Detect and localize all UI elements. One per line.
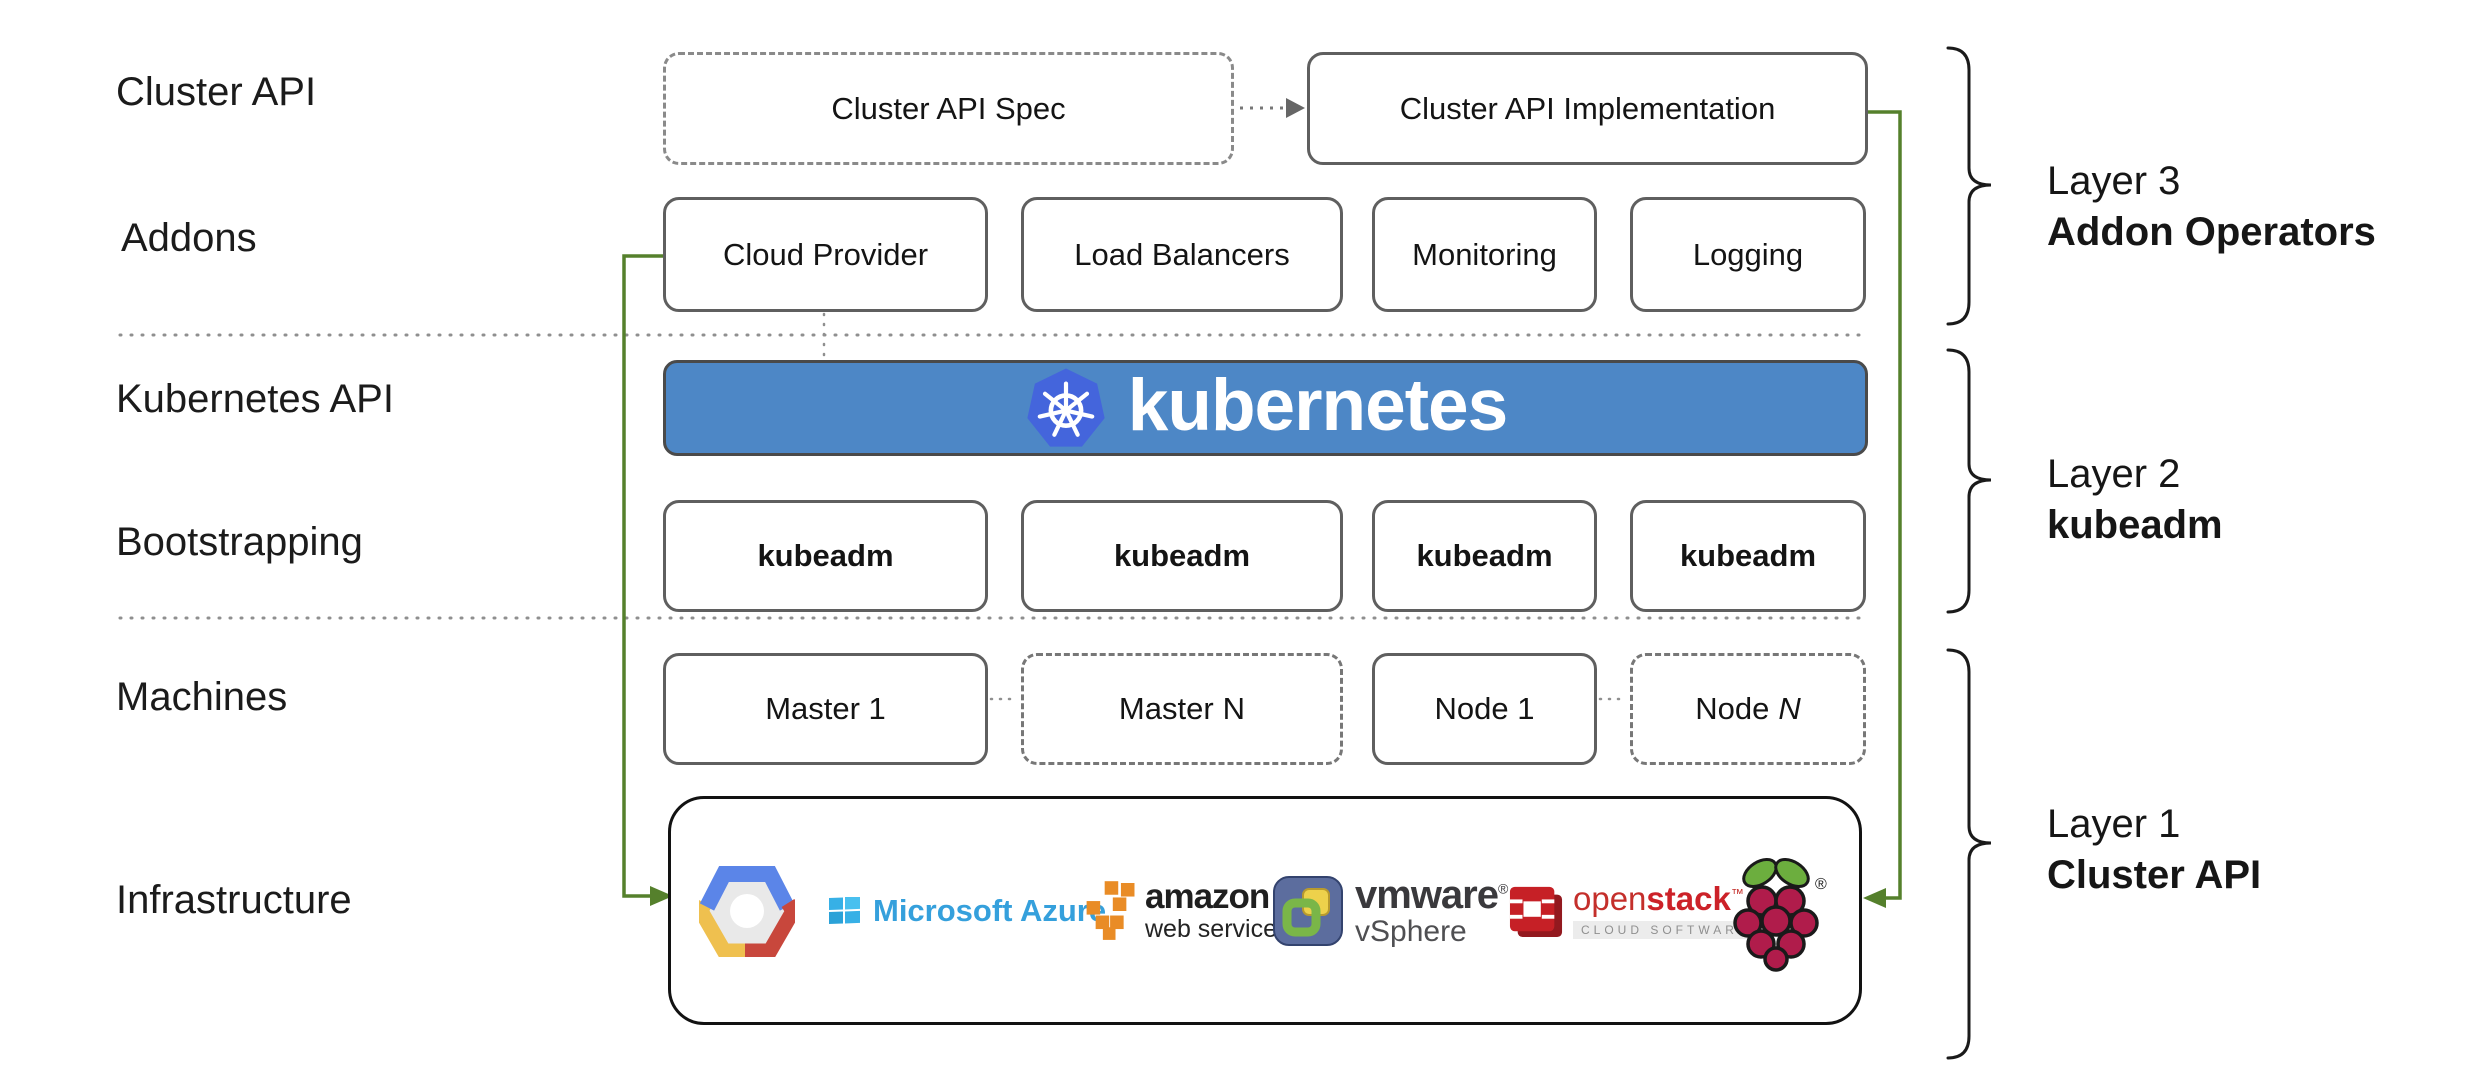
- row-label-cluster-api: Cluster API: [116, 70, 317, 114]
- row-label-infrastructure: Infrastructure: [116, 878, 352, 922]
- layer-3-title: Addon Operators: [2047, 210, 2376, 254]
- kubeadm-label: kubeadm: [757, 538, 894, 573]
- azure-logo: Microsoft Azure: [829, 799, 1106, 1022]
- layer-2-title: kubeadm: [2047, 503, 2223, 547]
- raspberry-pi-logo: ®: [1727, 799, 1827, 1022]
- cluster-api-implementation-box: Cluster API Implementation: [1307, 52, 1868, 165]
- aws-sublabel: web services: [1145, 914, 1290, 943]
- kubeadm-box-4: kubeadm: [1630, 500, 1866, 612]
- raspberry-pi-icon: ®: [1733, 857, 1827, 972]
- aws-cubes-icon: [1086, 880, 1135, 940]
- kubernetes-logo-icon: [1027, 368, 1105, 447]
- vmware-vsphere-icon: [1273, 875, 1343, 946]
- layer-3-label-block: Layer 3 Addon Operators: [2047, 156, 2376, 258]
- vmware-registered-mark: ®: [1497, 880, 1508, 897]
- kubeadm-box-3: kubeadm: [1372, 500, 1597, 612]
- openstack-sublabel: CLOUD SOFTWARE: [1573, 920, 1758, 940]
- aws-label: amazon: [1145, 877, 1270, 916]
- layer-1-label-block: Layer 1 Cluster API: [2047, 799, 2261, 901]
- cluster-api-spec-box: Cluster API Spec: [663, 52, 1234, 165]
- machine-n: N: [1778, 691, 1801, 726]
- kubeadm-label: kubeadm: [1679, 538, 1817, 573]
- machine-label: Node 1: [1434, 691, 1535, 726]
- layer-2-name: Layer 2: [2047, 452, 2181, 496]
- machine-box-node-1: Node 1: [1372, 653, 1597, 765]
- google-cloud-icon: [699, 865, 795, 957]
- machine-label: Master: [1118, 691, 1214, 726]
- aws-logo: amazon web services: [1083, 799, 1290, 1022]
- google-cloud-logo: [699, 799, 795, 1022]
- addon-box-load-balancers: Load Balancers: [1021, 197, 1343, 312]
- kubernetes-banner: kubernetes: [663, 360, 1868, 456]
- addon-label: Load Balancers: [1074, 236, 1290, 272]
- layer2-brace-icon: [1946, 348, 1992, 614]
- vmware-label: vmware®: [1355, 872, 1508, 917]
- layer-2-label-block: Layer 2 kubeadm: [2047, 449, 2223, 551]
- machine-n: N: [1222, 691, 1246, 726]
- machine-box-master-1: Master 1: [663, 653, 988, 765]
- green-arrowhead-right-icon: [1863, 888, 1886, 908]
- layer-1-name: Layer 1: [2047, 802, 2181, 846]
- openstack-logo: openstack™ CLOUD SOFTWARE: [1509, 799, 1758, 1022]
- infrastructure-box: Microsoft Azure amazon web services: [668, 796, 1862, 1025]
- addon-box-logging: Logging: [1630, 197, 1866, 312]
- row-label-machines: Machines: [116, 675, 288, 719]
- kubeadm-label: kubeadm: [1113, 538, 1251, 573]
- row-label-bootstrapping: Bootstrapping: [116, 520, 363, 564]
- machine-label: Node: [1695, 691, 1770, 726]
- azure-window-icon: [829, 896, 860, 924]
- addon-box-cloud-provider: Cloud Provider: [663, 197, 988, 312]
- openstack-icon: [1509, 886, 1563, 937]
- cluster-api-implementation-label: Cluster API Implementation: [1399, 90, 1776, 126]
- row-label-kubernetes-api: Kubernetes API: [116, 377, 394, 421]
- vmware-sublabel: vSphere: [1355, 914, 1467, 948]
- row-label-addons: Addons: [121, 216, 257, 260]
- addon-label: Logging: [1692, 236, 1804, 272]
- raspberry-registered-mark: ®: [1815, 876, 1827, 893]
- layer-1-title: Cluster API: [2047, 853, 2262, 897]
- green-connector-right: [1868, 110, 1902, 900]
- kubeadm-box-1: kubeadm: [663, 500, 988, 612]
- kubernetes-banner-label: kubernetes: [1127, 364, 1508, 446]
- azure-label: Microsoft Azure: [873, 892, 1107, 928]
- machine-label: Master 1: [765, 691, 886, 726]
- openstack-tm-mark: ™: [1730, 885, 1744, 901]
- layer-3-name: Layer 3: [2047, 159, 2181, 203]
- layer1-brace-icon: [1946, 648, 1992, 1060]
- addon-label: Cloud Provider: [722, 236, 929, 272]
- kubeadm-label: kubeadm: [1416, 538, 1553, 573]
- layer3-brace-icon: [1946, 46, 1992, 326]
- cluster-api-spec-label: Cluster API Spec: [831, 90, 1066, 126]
- kubeadm-box-2: kubeadm: [1021, 500, 1343, 612]
- green-connector-left: [622, 254, 663, 898]
- addon-label: Monitoring: [1412, 236, 1557, 272]
- vmware-logo: vmware® vSphere: [1273, 799, 1508, 1022]
- openstack-label: openstack™: [1573, 879, 1744, 917]
- addon-box-monitoring: Monitoring: [1372, 197, 1597, 312]
- spec-to-implementation-arrowhead-icon: [1286, 98, 1305, 118]
